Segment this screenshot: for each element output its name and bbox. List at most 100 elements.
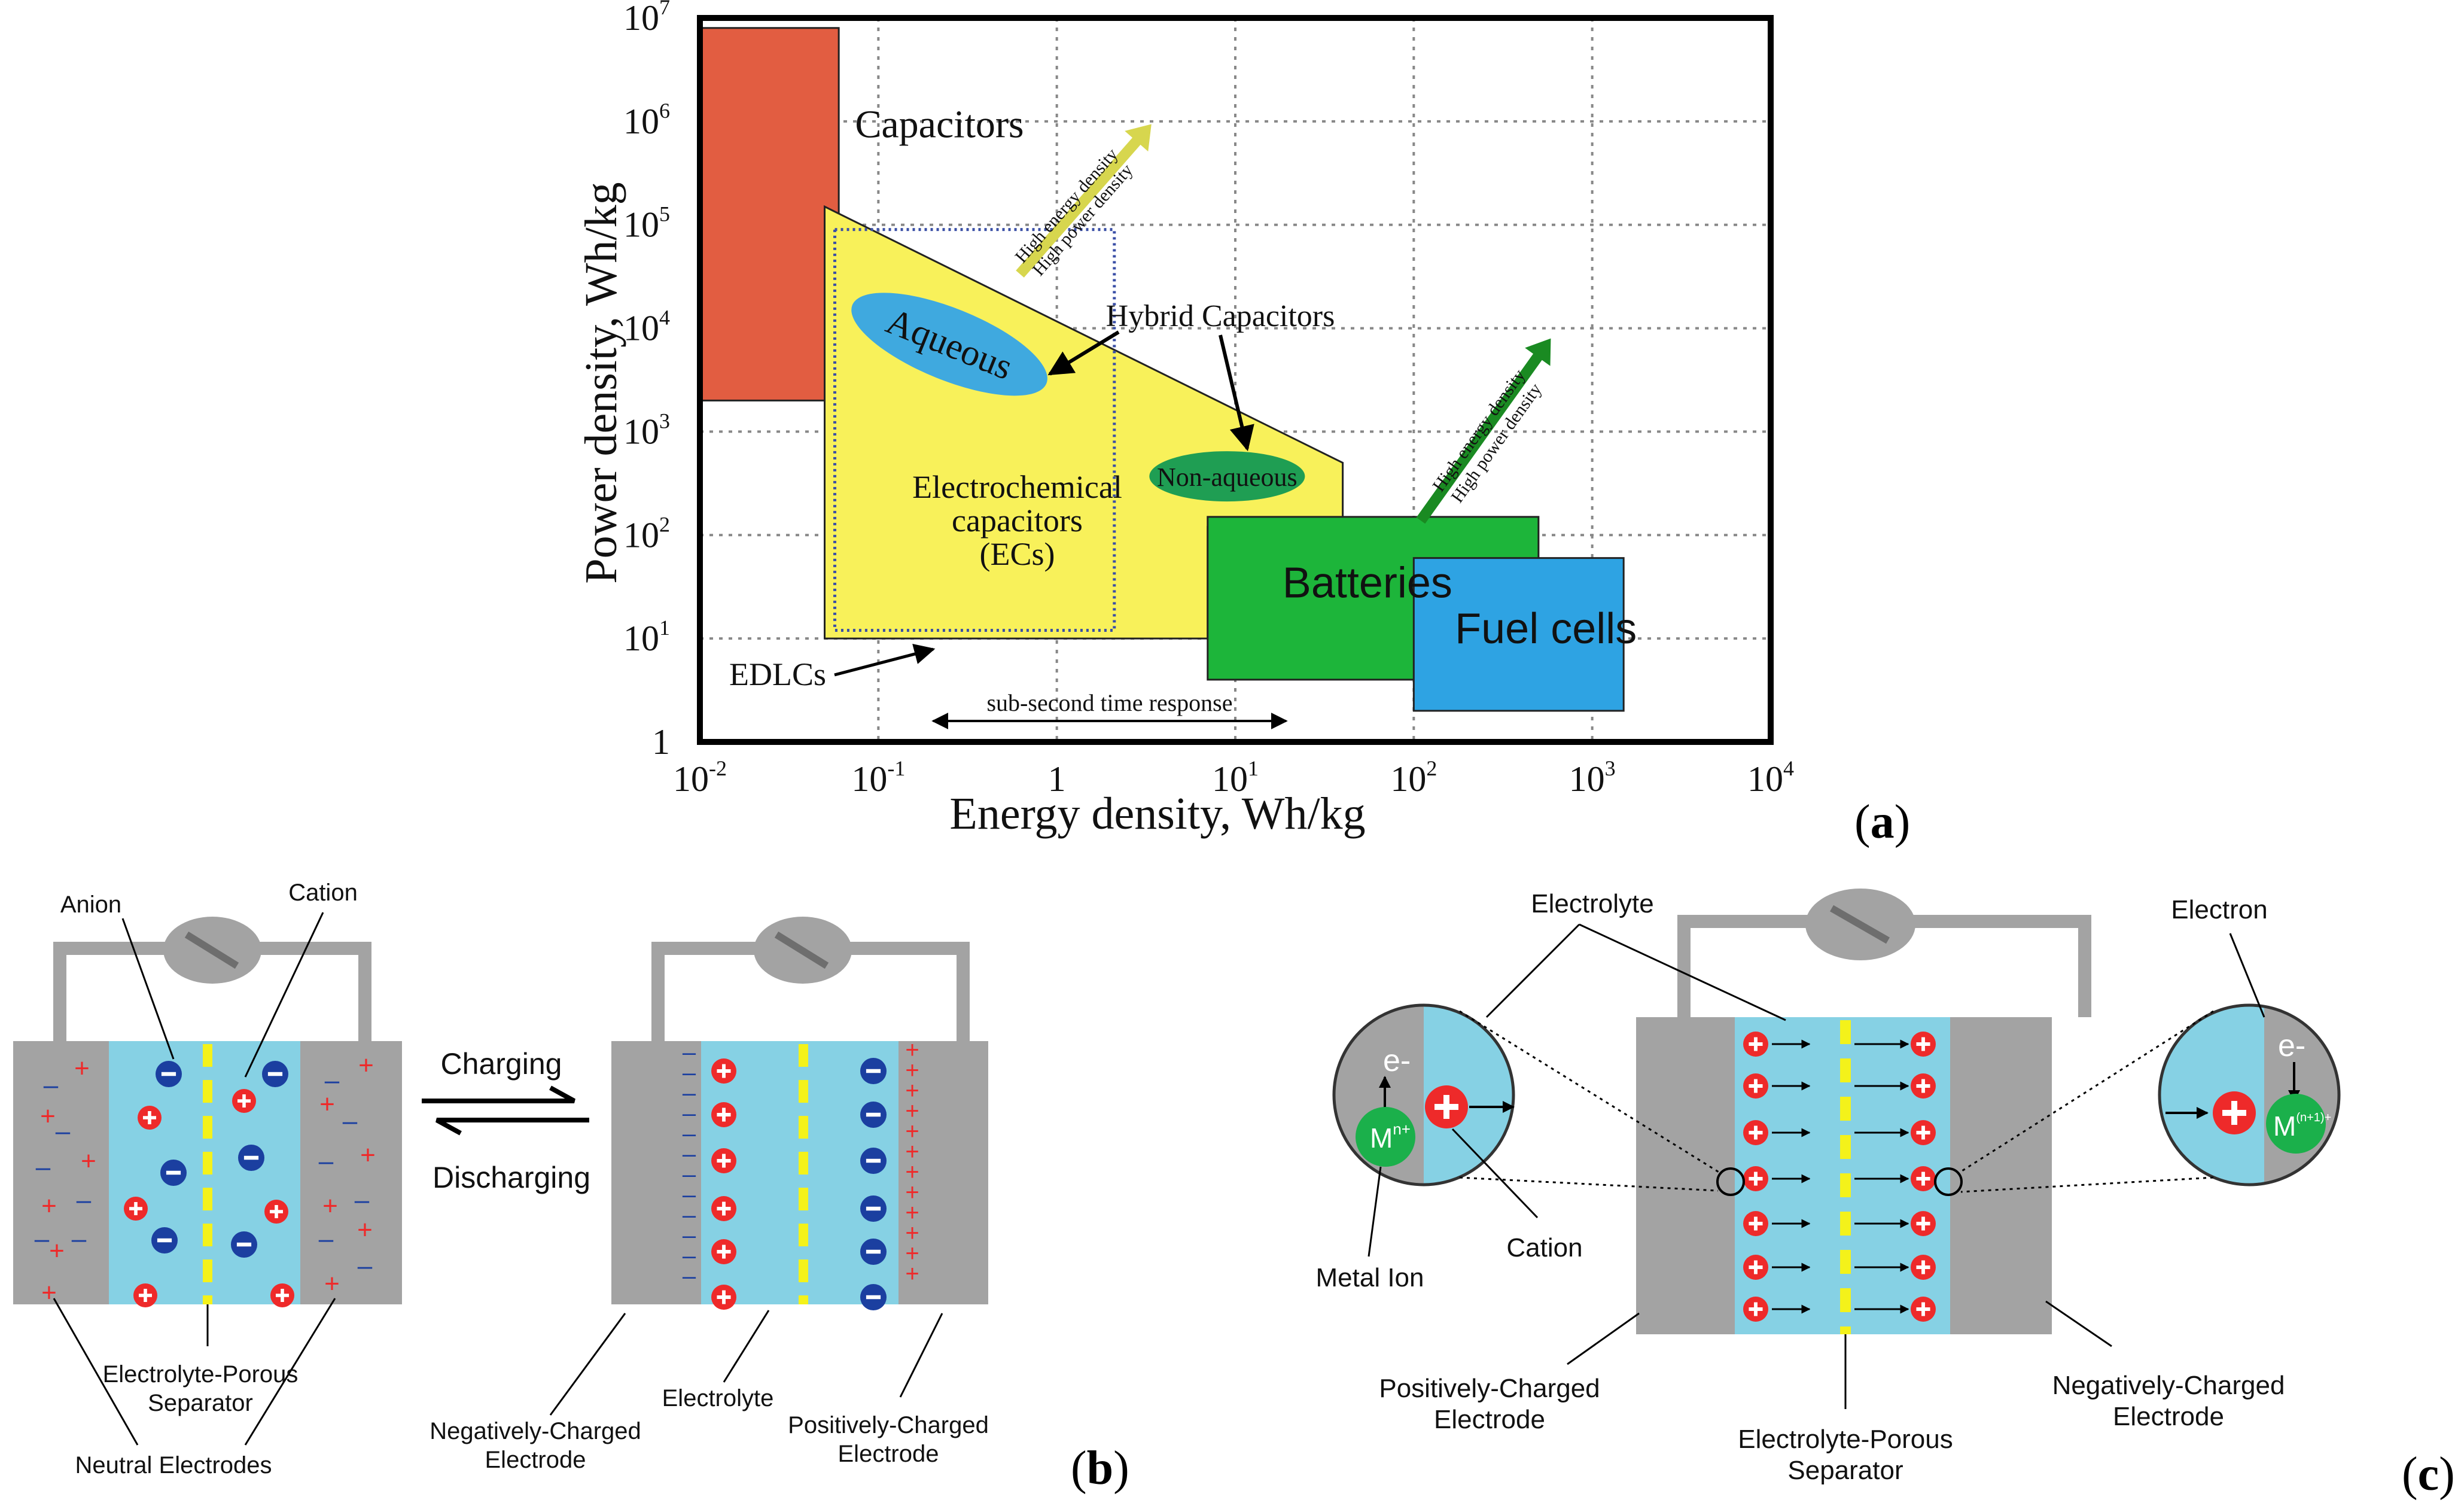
negative-electrode	[611, 1041, 701, 1304]
positive-charge-sign: +	[319, 1090, 335, 1119]
svg-text:Mn+: Mn+	[1370, 1120, 1411, 1154]
negative-charge-sign: –	[683, 1100, 696, 1127]
positive-charge-sign: +	[905, 1200, 919, 1226]
cation-label: Cation	[288, 880, 358, 906]
anion-label: Anion	[60, 892, 121, 918]
left-magnifier: e- Mn+	[1332, 1003, 1515, 1186]
label-pointer-lines	[53, 912, 943, 1446]
negative-charge-sign: –	[683, 1263, 696, 1289]
cation-icon	[711, 1058, 736, 1084]
y-tick-label: 103	[623, 409, 670, 451]
panel-a-label: (a)	[1854, 796, 1910, 848]
anion-icon	[860, 1058, 887, 1084]
right-magnifier: e- M(n+1)+	[2158, 1003, 2341, 1186]
anion-icon	[151, 1227, 178, 1254]
electrolyte-label: Electrolyte	[1531, 889, 1653, 918]
cation-icon	[1911, 1032, 1936, 1057]
anion-icon	[860, 1195, 887, 1222]
y-tick-label: 1	[652, 722, 670, 762]
electron-symbol: e-	[1383, 1043, 1411, 1078]
cation-icon	[711, 1285, 736, 1310]
hybrid-capacitors-label: Hybrid Capacitors	[1106, 299, 1335, 333]
positive-charge-sign: +	[905, 1220, 919, 1246]
x-tick-label: 101	[1212, 756, 1259, 799]
negative-charge-sign: –	[683, 1161, 696, 1188]
cation-icon	[1911, 1297, 1936, 1322]
right-electrode	[300, 1041, 402, 1304]
x-tick-label: 103	[1569, 756, 1616, 799]
anion-icon	[156, 1061, 182, 1087]
panel-c-label: (c)	[2402, 1448, 2455, 1501]
cation-icon	[711, 1239, 736, 1264]
anion-icon	[860, 1284, 887, 1310]
y-tick-label: 107	[623, 0, 670, 38]
anion-icon	[860, 1102, 887, 1128]
edlcs-label: EDLCs	[729, 656, 826, 692]
cation-icon	[232, 1089, 256, 1113]
positive-charge-sign: +	[357, 1215, 373, 1245]
positive-charge-sign: +	[905, 1118, 919, 1145]
negative-charge-sign: –	[343, 1106, 358, 1136]
negative-charge-sign: –	[358, 1251, 373, 1280]
positive-charge-sign: +	[905, 1159, 919, 1185]
negative-charge-sign: –	[44, 1070, 59, 1100]
positive-charge-sign: +	[40, 1102, 56, 1131]
left-electrode	[13, 1041, 109, 1304]
cation-icon	[1911, 1166, 1936, 1191]
y-tick-label: 105	[623, 202, 670, 245]
cation-icon	[1743, 1297, 1768, 1322]
capacitors-label: Capacitors	[855, 103, 1024, 147]
positive-charge-sign: +	[41, 1191, 57, 1221]
non-aqueous-label: Non-aqueous	[1157, 463, 1298, 492]
electron-symbol: e-	[2278, 1029, 2305, 1063]
ion-group	[124, 1061, 294, 1307]
cation-icon	[1743, 1120, 1768, 1145]
negative-charge-sign: –	[683, 1039, 696, 1066]
cation-icon	[1743, 1211, 1768, 1236]
batteries-label: Batteries	[1283, 559, 1452, 607]
electrode-charge-group: –+–+–+–+–+–+–+–+–+–+–+–+	[683, 1037, 919, 1289]
time-response-label: sub-second time response	[986, 689, 1232, 716]
negative-charge-sign: –	[683, 1222, 696, 1249]
electron-label: Electron	[2171, 895, 2267, 924]
positive-electrode	[899, 1041, 988, 1304]
cation-icon	[1911, 1120, 1936, 1145]
panel-c-pseudocapacitor: e- Mn+ e- M(n+1)+	[1316, 889, 2455, 1501]
negative-charge-sign: –	[683, 1202, 696, 1228]
positive-charge-sign: +	[324, 1269, 340, 1298]
y-tick-label: 101	[623, 616, 670, 658]
trend-arrow-yellow: High energy densityHigh power density	[1011, 124, 1152, 279]
metal-ion-label: Metal Ion	[1316, 1263, 1424, 1292]
cation-icon	[264, 1200, 288, 1224]
neutral-cell: –++––++–––++–++––++––+–+	[13, 917, 402, 1307]
panel-b-label: (b)	[1071, 1442, 1129, 1495]
neutral-electrodes-label: Neutral Electrodes	[75, 1452, 272, 1478]
cation-label: Cation	[1506, 1233, 1582, 1262]
positive-charge-sign: +	[74, 1054, 90, 1083]
chart-plot-frame	[697, 15, 1774, 745]
positive-charge-sign: +	[905, 1057, 919, 1084]
negative-charge-sign: –	[683, 1141, 696, 1167]
non-aqueous-ellipse	[1149, 451, 1305, 502]
electrode-charge-group: –++––++–––++–++––++––+–+	[35, 1051, 376, 1307]
edlc-boundary	[833, 228, 1116, 632]
region-capacitors	[699, 27, 840, 401]
negative-charge-sign: –	[319, 1224, 334, 1254]
positive-charge-sign: +	[905, 1179, 919, 1206]
discharging-label: Discharging	[433, 1161, 590, 1194]
aqueous-ellipse	[851, 293, 1047, 396]
cation-icon	[1743, 1073, 1768, 1099]
y-tick-label: 106	[623, 99, 670, 141]
negative-charge-sign: –	[683, 1121, 696, 1147]
svg-text:High energy densityHigh power: High energy densityHigh power density	[1429, 366, 1546, 508]
anion-icon	[238, 1145, 264, 1171]
x-tick-label: 102	[1390, 756, 1437, 799]
